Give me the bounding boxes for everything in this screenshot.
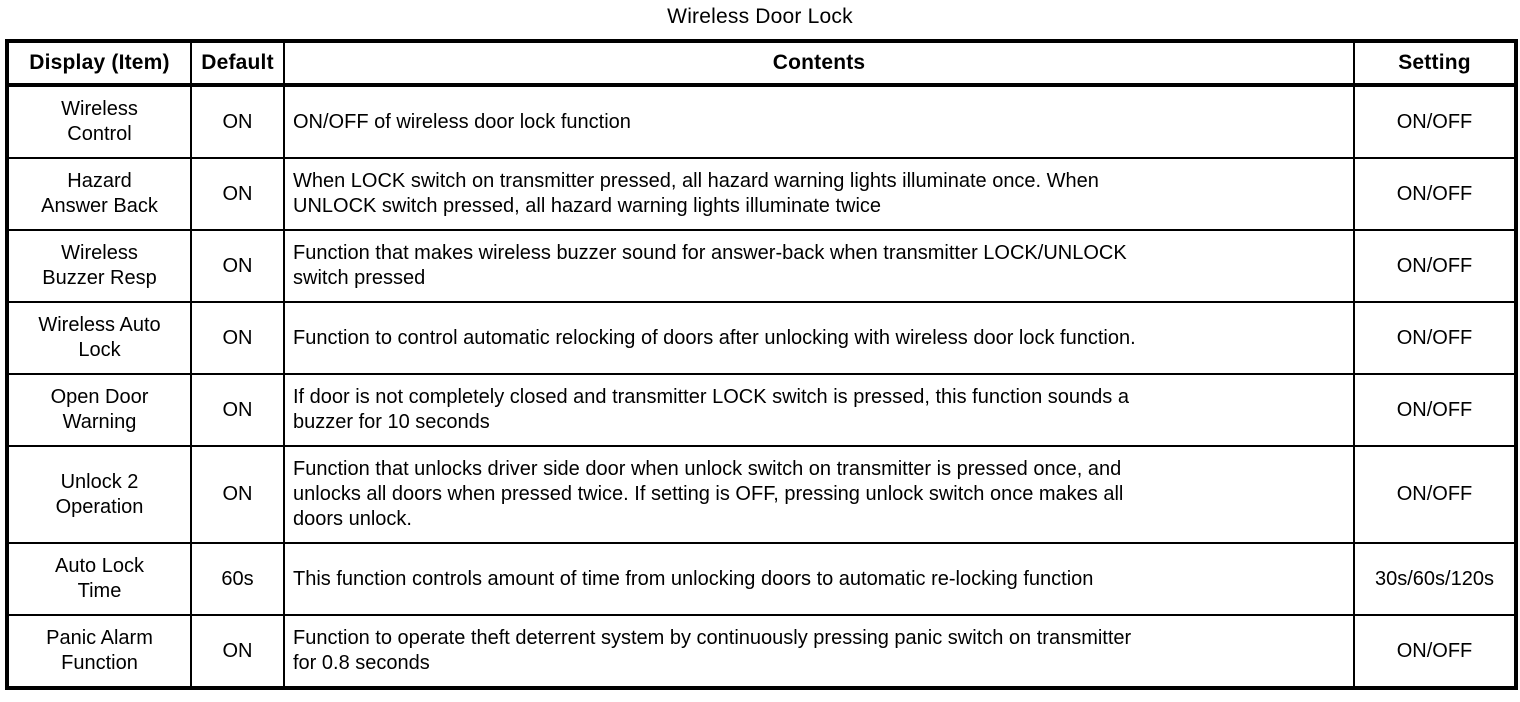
default-cell: 60s bbox=[190, 542, 285, 616]
header-setting: Setting bbox=[1353, 40, 1517, 87]
contents-cell: Function to operate theft deterrent syst… bbox=[283, 614, 1355, 689]
setting-cell: ON/OFF bbox=[1353, 157, 1517, 231]
contents-cell: Function that makes wireless buzzer soun… bbox=[283, 229, 1355, 303]
default-cell: ON bbox=[190, 84, 285, 159]
contents-cell: Function to control automatic relocking … bbox=[283, 301, 1355, 375]
setting-cell: ON/OFF bbox=[1353, 445, 1517, 544]
header-contents: Contents bbox=[283, 40, 1355, 87]
page-title: Wireless Door Lock bbox=[667, 5, 853, 28]
header-row: Display (Item) Default Contents Setting bbox=[6, 40, 1517, 87]
default-cell: ON bbox=[190, 301, 285, 375]
contents-cell: ON/OFF of wireless door lock function bbox=[283, 84, 1355, 159]
default-cell: ON bbox=[190, 229, 285, 303]
default-cell: ON bbox=[190, 157, 285, 231]
contents-cell: If door is not completely closed and tra… bbox=[283, 373, 1355, 447]
setting-cell: ON/OFF bbox=[1353, 373, 1517, 447]
default-cell: ON bbox=[190, 614, 285, 689]
setting-cell: ON/OFF bbox=[1353, 614, 1517, 689]
header-display-item: Display (Item) bbox=[6, 40, 192, 87]
header-default: Default bbox=[190, 40, 285, 87]
contents-cell: When LOCK switch on transmitter pressed,… bbox=[283, 157, 1355, 231]
wireless-door-lock-table: Display (Item) Default Contents Setting … bbox=[5, 39, 1518, 690]
default-cell: ON bbox=[190, 445, 285, 544]
contents-cell: Function that unlocks driver side door w… bbox=[283, 445, 1355, 544]
setting-cell: ON/OFF bbox=[1353, 229, 1517, 303]
setting-cell: 30s/60s/120s bbox=[1353, 542, 1517, 616]
contents-cell: This function controls amount of time fr… bbox=[283, 542, 1355, 616]
setting-cell: ON/OFF bbox=[1353, 301, 1517, 375]
setting-cell: ON/OFF bbox=[1353, 84, 1517, 159]
default-cell: ON bbox=[190, 373, 285, 447]
